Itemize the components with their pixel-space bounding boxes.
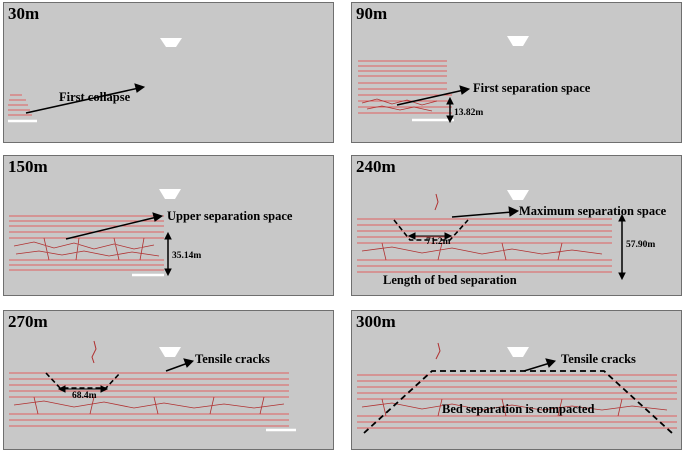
broken-blocks: [13, 396, 285, 415]
tensile-cracks-arrow: [165, 358, 194, 372]
support-marker-icon: [159, 347, 181, 357]
strata-layers: [357, 374, 677, 429]
dimension-arrow: [164, 231, 172, 277]
first-collapse-label: First collapse: [59, 90, 131, 104]
span-dimension-label: 71.2m: [426, 237, 451, 247]
tensile-cracks-arrow: [523, 358, 556, 372]
support-marker-icon: [507, 36, 529, 46]
support-marker-icon: [507, 347, 529, 357]
tensile-cracks-label: Tensile cracks: [195, 352, 270, 366]
tensile-crack: [91, 340, 97, 364]
tensile-crack: [434, 193, 439, 211]
span-dimension-label: 68.4m: [72, 391, 97, 401]
height-dimension-label: 13.82m: [454, 108, 484, 118]
upper-separation-arrow: [65, 212, 164, 240]
tensile-crack: [435, 342, 441, 360]
maximum-separation-label: Maximum separation space: [519, 204, 667, 218]
first-separation-label: First separation space: [473, 81, 591, 95]
first-separation-arrow: [396, 85, 471, 106]
panel-240m: 240m Maximum separation space 71.2m 57.9…: [351, 155, 682, 296]
strata-layers: [358, 60, 452, 114]
panel-30m: 30m First collapse: [3, 2, 334, 143]
strata-layers: [9, 372, 289, 427]
panel-150m: 150m Upper separation space 35.14m: [3, 155, 334, 296]
broken-blocks: [361, 242, 603, 261]
dimension-arrow: [618, 213, 626, 281]
support-marker-icon: [507, 190, 529, 200]
strata-layers: [357, 218, 612, 273]
bed-separation-length-label: Length of bed separation: [383, 273, 517, 287]
broken-blocks: [361, 98, 438, 112]
separation-outline: [45, 372, 121, 389]
panel-270m: 270m Tensile cracks 68.4m: [3, 310, 334, 450]
support-marker-icon: [160, 38, 182, 47]
panel-300m: 300m Tensile cracks Bed separation is co…: [351, 310, 682, 450]
height-dimension-label: 57.90m: [626, 240, 656, 250]
panel-90m-drawing: [358, 36, 529, 124]
compaction-outline: [363, 370, 673, 434]
strata-collapse: [8, 94, 32, 116]
panel-title: 30m: [8, 4, 40, 23]
broken-blocks: [361, 398, 668, 417]
bed-separation-compacted-label: Bed separation is compacted: [442, 402, 595, 416]
height-dimension-label: 35.14m: [172, 251, 202, 261]
panel-240m-drawing: [357, 190, 626, 281]
panel-title: 240m: [356, 157, 396, 176]
span-arrow: [57, 385, 109, 393]
panel-title: 270m: [8, 312, 48, 331]
dimension-arrow: [446, 96, 454, 124]
panel-150m-drawing: [9, 189, 181, 277]
tensile-cracks-label: Tensile cracks: [561, 352, 636, 366]
upper-separation-label: Upper separation space: [167, 209, 293, 223]
strata-layers: [9, 215, 164, 271]
panel-270m-drawing: [9, 340, 296, 432]
separation-outline: [393, 219, 469, 241]
panel-30m-drawing: [8, 38, 182, 123]
first-collapse-arrow: [25, 83, 146, 114]
span-arrow: [407, 232, 453, 240]
panel-title: 150m: [8, 157, 48, 176]
panel-title: 90m: [356, 4, 388, 23]
panel-300m-drawing: [357, 342, 677, 434]
support-marker-icon: [159, 189, 181, 199]
panel-title: 300m: [356, 312, 396, 331]
panel-90m: 90m First separation space 13.82m: [351, 2, 682, 143]
broken-blocks: [13, 237, 160, 261]
maximum-separation-arrow: [451, 206, 520, 218]
